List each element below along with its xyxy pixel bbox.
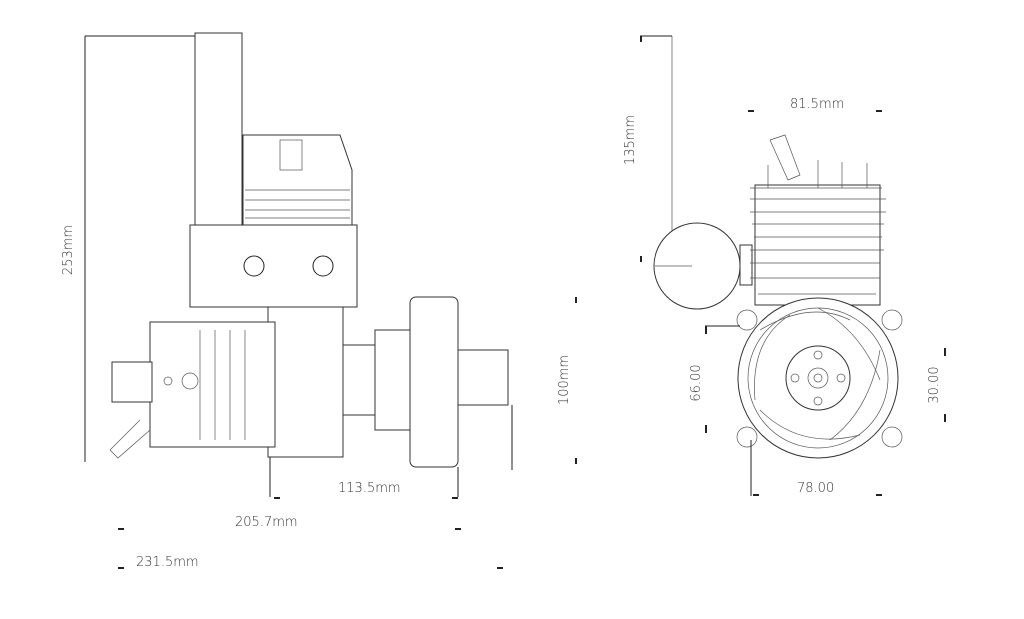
dim-mount-vertical: 66.00 xyxy=(689,364,704,401)
side-view-engine xyxy=(84,32,577,569)
muffler-bolt xyxy=(243,255,265,277)
ignition-cap xyxy=(111,361,153,403)
crankcase xyxy=(267,306,344,458)
cylinder-fins xyxy=(754,184,881,306)
front-view-engine xyxy=(640,35,946,496)
cylinder-head xyxy=(242,134,353,226)
dim-prop-hub-length: 113.5mm xyxy=(338,481,401,496)
dim-mount-offset: 30.00 xyxy=(927,366,942,403)
dim-hub-height: 100mm xyxy=(557,355,572,405)
dim-overall-length: 231.5mm xyxy=(136,555,199,570)
exhaust-pipe xyxy=(194,32,243,229)
fan-hub xyxy=(785,345,851,411)
carburetor-body xyxy=(149,321,276,448)
hub xyxy=(374,329,411,431)
muffler xyxy=(189,224,358,308)
output-shaft xyxy=(457,349,509,406)
dim-mount-horizontal: 78.00 xyxy=(797,481,834,496)
muffler-bolt xyxy=(312,255,334,277)
flywheel xyxy=(409,296,459,468)
exhaust-flange xyxy=(739,244,753,286)
dim-body-length: 205.7mm xyxy=(235,515,298,530)
dim-muffler-height: 135mm xyxy=(623,115,638,165)
front-housing xyxy=(342,344,376,416)
dim-cylinder-width: 81.5mm xyxy=(790,97,844,112)
dim-overall-height: 253mm xyxy=(61,225,76,275)
